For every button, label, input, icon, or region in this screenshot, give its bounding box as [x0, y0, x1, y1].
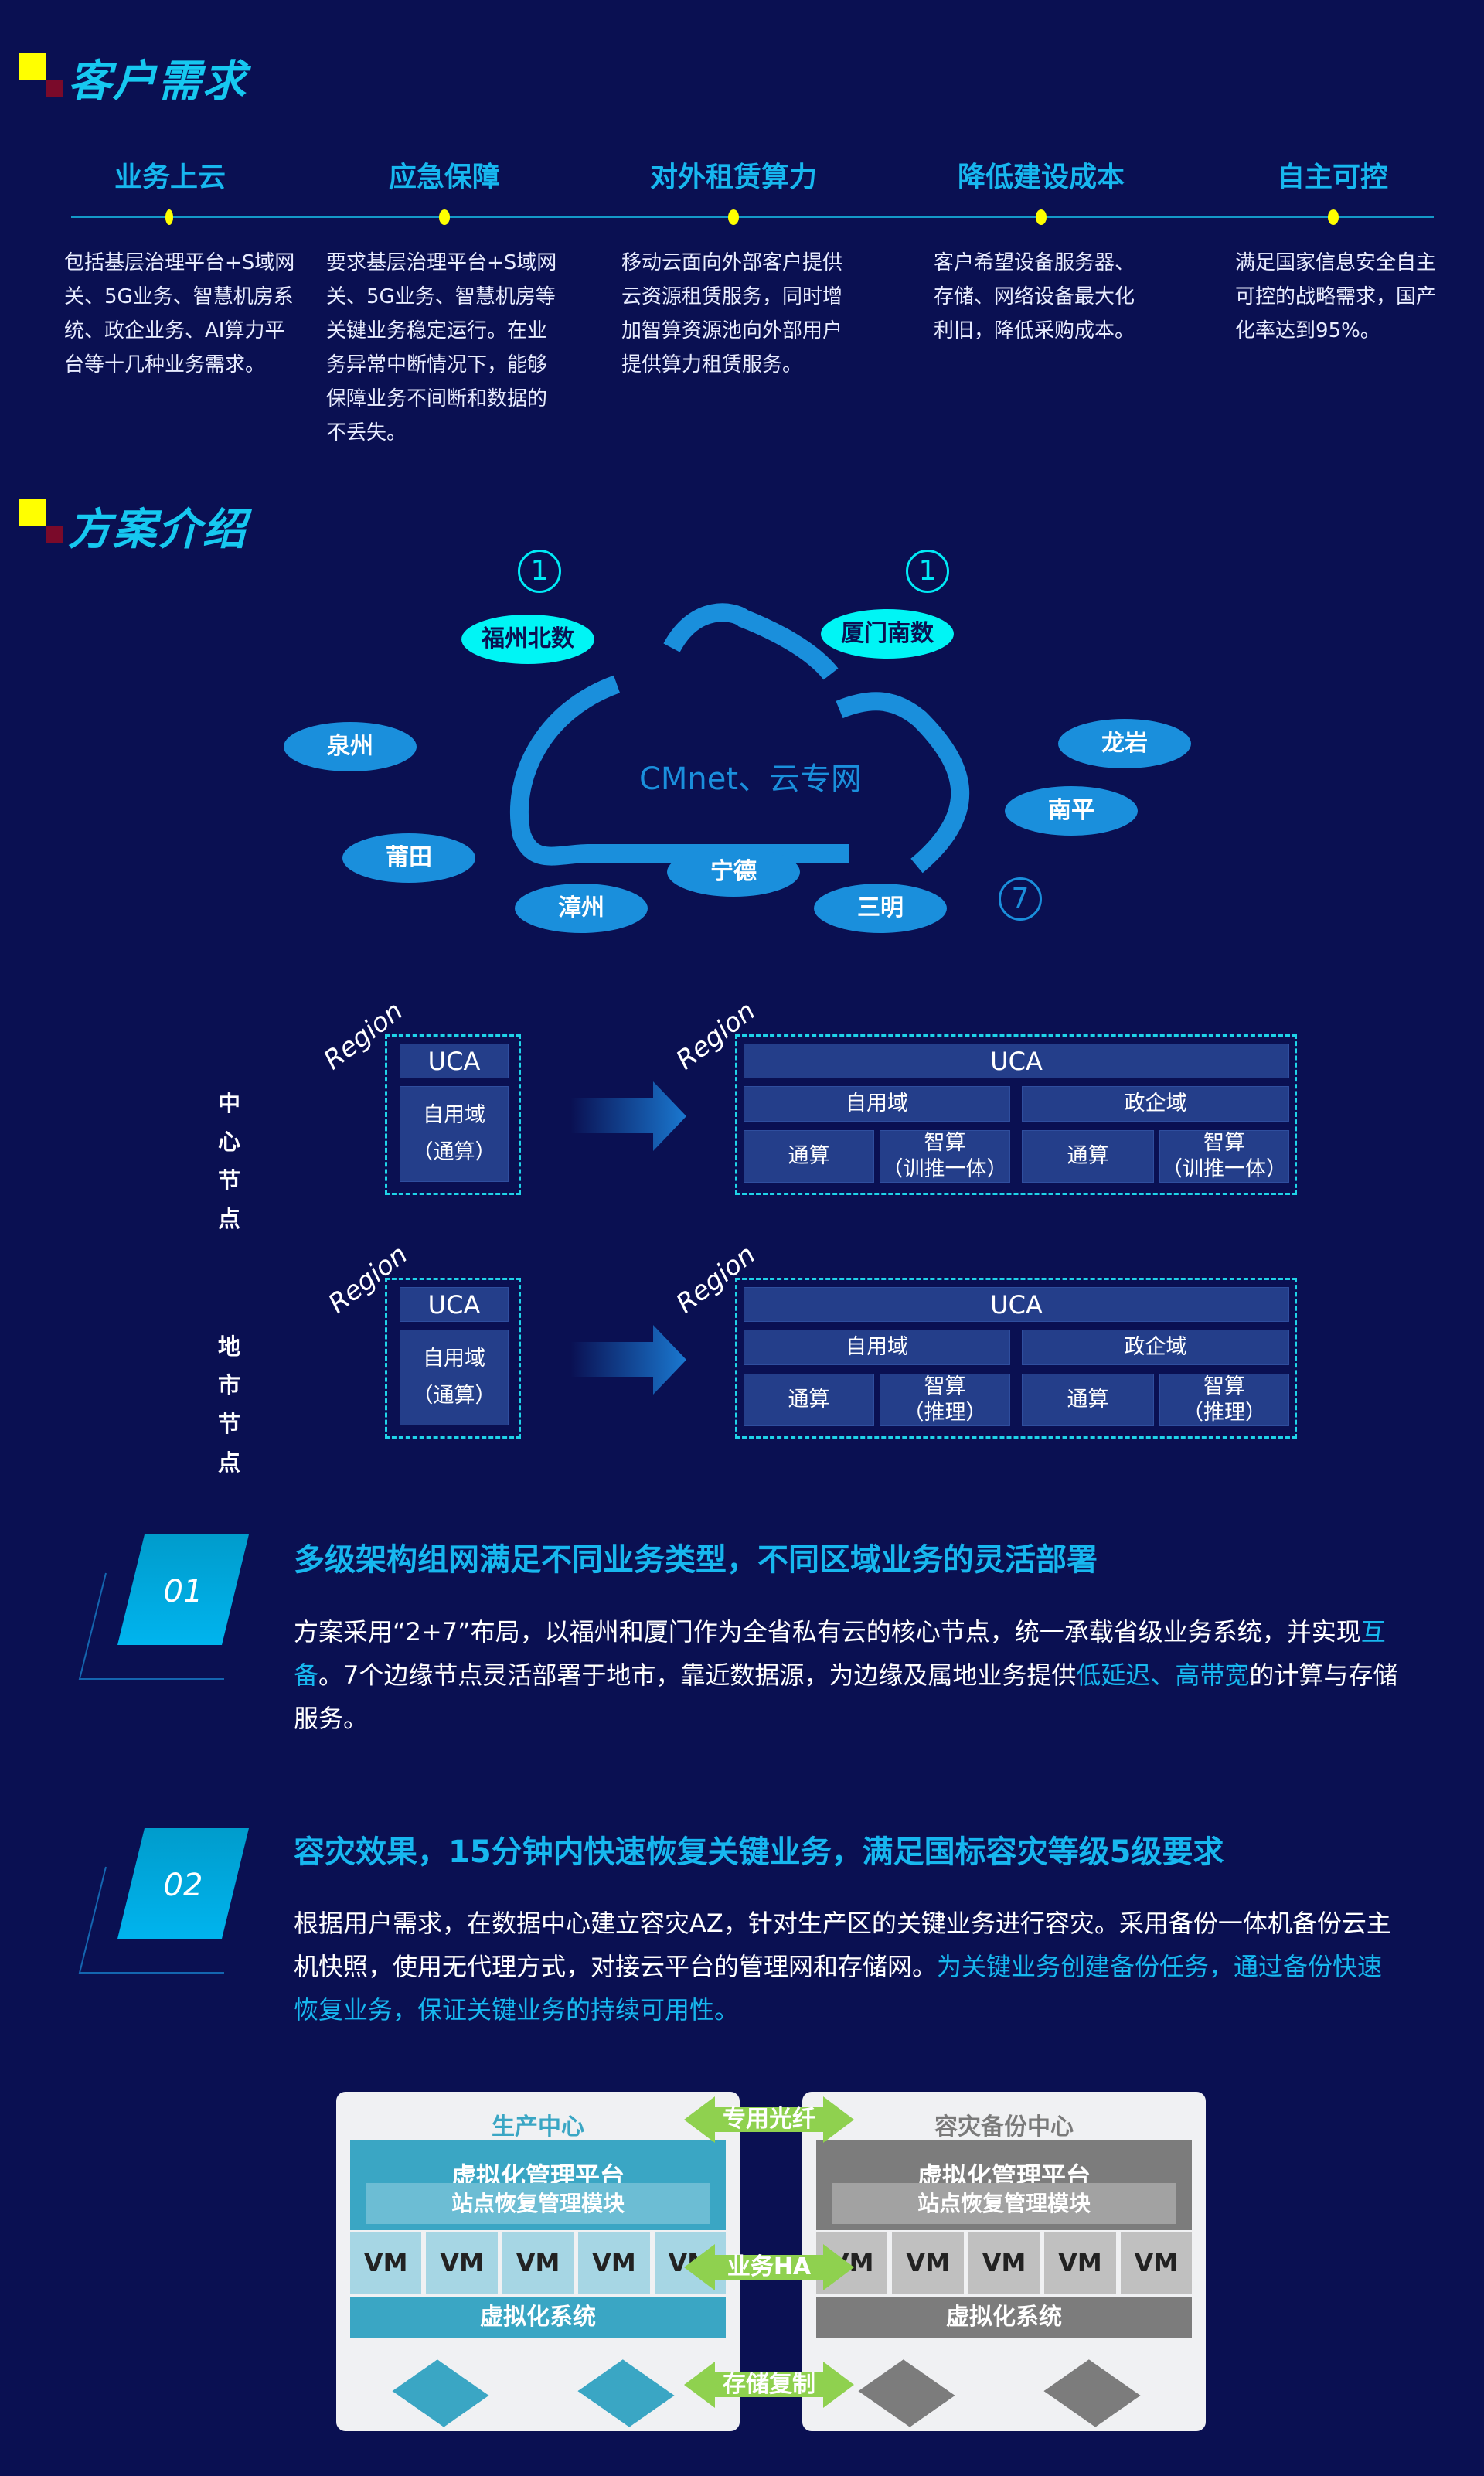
item-number: 01 — [164, 1574, 203, 1609]
edge-node: 三明 — [814, 884, 947, 933]
region-box-before — [385, 1034, 521, 1195]
ai-compute-block: 智算（推理） — [1159, 1374, 1289, 1426]
edge-node: 龙岩 — [1058, 719, 1191, 768]
edge-node: 泉州 — [284, 722, 417, 771]
need-heading: 降低建设成本 — [957, 162, 1125, 193]
general-compute-block: 通算 — [1022, 1130, 1154, 1183]
server-icon — [1043, 2359, 1141, 2427]
region-box-after — [735, 1034, 1297, 1195]
own-domain-block: 自用域 — [744, 1330, 1010, 1365]
vm-cell: VM — [1120, 2232, 1193, 2294]
mgmt-platform-block: 虚拟化管理平台 站点恢复管理模块 — [350, 2140, 726, 2230]
section-title-needs: 客户需求 — [68, 56, 247, 107]
core-count-badge: 1 — [518, 550, 561, 593]
uca-block: UCA — [400, 1287, 509, 1322]
panel-title: 生产中心 — [492, 2113, 584, 2141]
link-arrow-ha: 业务HA — [684, 2244, 854, 2290]
item-heading: 容灾效果，15分钟内快速恢复关键业务，满足国标容灾等级5级要求 — [294, 1834, 1224, 1870]
server-icon — [858, 2359, 955, 2427]
timeline-dot — [1328, 209, 1339, 225]
need-text: 移动云面向外部客户提供云资源租赁服务，同时增加智算资源池向外部用户提供算力租赁服… — [621, 251, 843, 376]
uca-block: UCA — [744, 1044, 1289, 1078]
mgmt-platform-block: 虚拟化管理平台 站点恢复管理模块 — [816, 2140, 1192, 2230]
item-paragraph: 根据用户需求，在数据中心建立容灾AZ，针对生产区的关键业务进行容灾。采用备份一体… — [294, 1909, 1391, 2025]
timeline-dot — [728, 209, 739, 225]
timeline-dot — [165, 209, 173, 225]
title-marker-icon — [19, 499, 46, 526]
general-compute-block: 通算 — [744, 1130, 874, 1183]
virtualization-system-block: 虚拟化系统 — [816, 2297, 1192, 2338]
timeline-dot — [439, 209, 450, 225]
need-heading: 应急保障 — [388, 162, 500, 193]
general-compute-block: 通算 — [1022, 1374, 1154, 1426]
timeline-dot — [1036, 209, 1047, 225]
need-heading: 自主可控 — [1276, 162, 1388, 193]
section-title-solution: 方案介绍 — [68, 505, 247, 555]
domain-block: 自用域（通算） — [400, 1330, 509, 1425]
vm-cell: VM — [968, 2232, 1040, 2294]
item-number: 02 — [164, 1868, 203, 1903]
gov-domain-block: 政企域 — [1022, 1086, 1289, 1122]
server-icon — [577, 2359, 675, 2427]
uca-block: UCA — [744, 1287, 1289, 1322]
server-icon — [392, 2359, 489, 2427]
cloud-outline-icon — [509, 603, 970, 874]
vm-cell: VM — [426, 2232, 498, 2294]
item-heading: 多级架构组网满足不同业务类型，不同区域业务的灵活部署 — [294, 1542, 1098, 1578]
title-marker-icon — [19, 53, 46, 80]
uca-block: UCA — [400, 1044, 509, 1078]
site-recovery-module: 站点恢复管理模块 — [832, 2183, 1176, 2224]
need-text: 包括基层治理平台+S域网关、5G业务、智慧机房系统、政企业务、AI算力平台等十几… — [64, 251, 295, 376]
vm-cell: VM — [1044, 2232, 1116, 2294]
site-recovery-module: 站点恢复管理模块 — [366, 2183, 710, 2224]
item-badge-01: 01 — [78, 1534, 249, 1680]
edge-count-badge: 7 — [999, 877, 1042, 921]
timeline-line — [71, 216, 1434, 218]
edge-node: 莆田 — [342, 833, 475, 883]
node-type-label: 地市节点 — [218, 1333, 241, 1476]
arrow-right-icon — [570, 1325, 686, 1395]
title-marker-icon — [46, 80, 63, 97]
item-paragraph: 方案采用“2+7”布局，以福州和厦门作为全省私有云的核心节点，统一承载省级业务系… — [294, 1617, 1398, 1733]
need-text: 客户希望设备服务器、存储、网络设备最大化利旧，降低采购成本。 — [934, 251, 1135, 342]
region-box-before — [385, 1278, 521, 1439]
vm-cell: VM — [578, 2232, 650, 2294]
title-marker-icon — [46, 526, 63, 543]
core-node: 福州北数 — [461, 615, 594, 664]
ai-compute-block: 智算（训推一体） — [1159, 1130, 1289, 1183]
ai-compute-block: 智算（训推一体） — [880, 1130, 1010, 1183]
edge-node: 漳州 — [515, 884, 648, 933]
ai-compute-block: 智算（推理） — [880, 1374, 1010, 1426]
edge-node: 宁德 — [667, 847, 800, 897]
need-text: 要求基层治理平台+S域网关、5G业务、智慧机房等关键业务稳定运行。在业务异常中断… — [326, 251, 557, 444]
virtualization-system-block: 虚拟化系统 — [350, 2297, 726, 2338]
core-node: 厦门南数 — [821, 609, 954, 659]
item-badge-02: 02 — [78, 1828, 249, 1974]
general-compute-block: 通算 — [744, 1374, 874, 1426]
need-heading: 业务上云 — [114, 162, 226, 193]
edge-node: 南平 — [1005, 786, 1138, 836]
need-heading: 对外租赁算力 — [649, 162, 817, 193]
core-count-badge: 1 — [906, 550, 949, 593]
node-type-label: 中心节点 — [218, 1090, 241, 1232]
arrow-right-icon — [570, 1081, 686, 1151]
network-center-label: CMnet、云专网 — [638, 761, 863, 797]
gov-domain-block: 政企域 — [1022, 1330, 1289, 1365]
region-box-after — [735, 1278, 1297, 1439]
link-arrow-fiber: 专用光纤 — [684, 2096, 854, 2143]
vm-cell: VM — [892, 2232, 964, 2294]
panel-title: 容灾备份中心 — [934, 2113, 1074, 2141]
own-domain-block: 自用域 — [744, 1086, 1010, 1122]
vm-cell: VM — [502, 2232, 574, 2294]
link-arrow-storage: 存储复制 — [684, 2362, 854, 2408]
domain-block: 自用域（通算） — [400, 1086, 509, 1182]
vm-cell: VM — [350, 2232, 422, 2294]
need-text: 满足国家信息安全自主可控的战略需求，国产化率达到95%。 — [1235, 251, 1437, 342]
